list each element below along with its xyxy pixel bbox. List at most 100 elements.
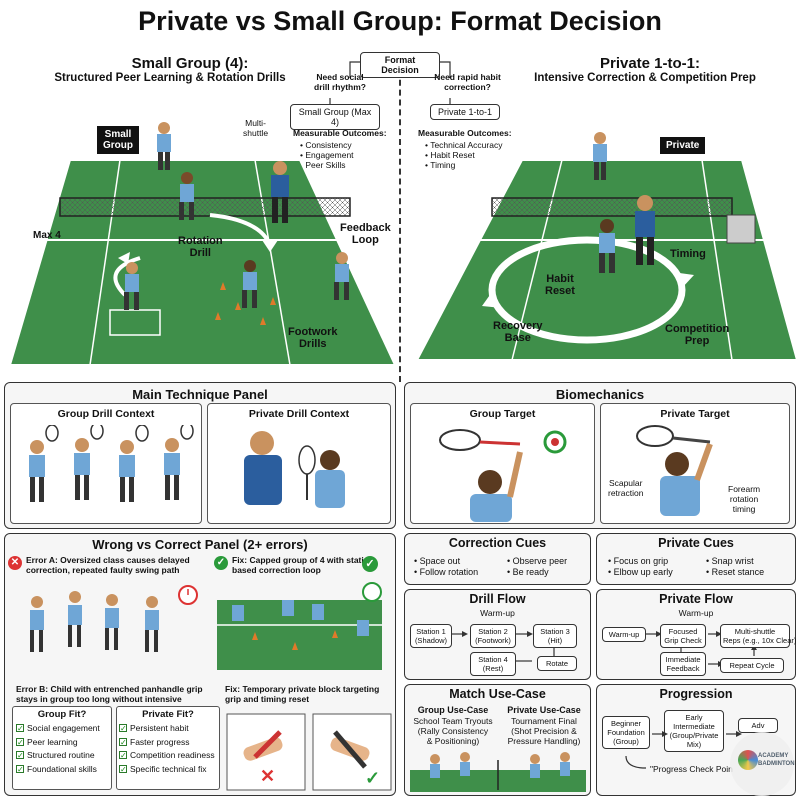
group-fit-title: Group Fit? — [37, 709, 87, 720]
private-target-title: Private Target — [660, 408, 730, 420]
recovery-base-label: Recovery Base — [493, 320, 543, 344]
outcome-item: • Consistency — [300, 140, 352, 150]
cue-item: • Observe peer — [507, 556, 568, 566]
checkbox-icon — [119, 749, 127, 763]
private-tag: Private — [660, 137, 706, 154]
small-group-tag: Small Group — [97, 126, 139, 154]
private-fit-list: Persistent habit Faster progress Competi… — [119, 722, 215, 776]
feedback-loop-label: Feedback Loop — [340, 222, 391, 246]
fit-item: Persistent habit — [119, 722, 215, 736]
player-figure — [330, 250, 360, 315]
timing-label: Timing — [670, 248, 706, 260]
habit-reset-label: Habit Reset — [545, 273, 575, 297]
main-technique-title: Main Technique Panel — [132, 387, 268, 402]
checkbox-icon — [16, 763, 24, 776]
progression-title: Progression — [659, 687, 733, 701]
error-a-illustration — [30, 585, 198, 652]
outcomes-right-list: • Technical Accuracy • Habit Reset • Tim… — [425, 140, 502, 170]
private-cues-col2: • Snap wrist • Reset stance — [706, 556, 791, 578]
drill-flow-warmup: Warm-up — [480, 608, 515, 618]
cue-item: • Reset stance — [706, 567, 765, 577]
correction-cues-panel — [404, 533, 591, 585]
player-figure — [120, 260, 150, 325]
player-figure — [238, 258, 268, 323]
checkbox-icon — [119, 722, 127, 736]
cue-item: • Space out — [414, 556, 461, 566]
error-x-icon: ✕ — [8, 556, 22, 570]
private-cues-col1: • Focus on grip • Elbow up early — [608, 556, 698, 578]
decision-answer-right: Private 1-to-1 — [430, 104, 500, 120]
fit-item: Faster progress — [119, 736, 215, 749]
private-usecase-head: Private Use-Case — [507, 705, 581, 715]
fit-item: Specific technical fix — [119, 763, 215, 776]
svg-text:✕: ✕ — [260, 766, 275, 786]
progress-check-label: "Progress Check Poin — [650, 764, 733, 774]
station-2-node: Station 2 (Footwork) — [470, 624, 516, 648]
repeat-cycle-node: Repeat Cycle — [720, 658, 784, 673]
correction-cues-col2: • Observe peer • Be ready — [507, 556, 587, 578]
match-usecase-illustration — [410, 752, 586, 792]
checkbox-icon — [16, 749, 24, 763]
private-target-illustration — [636, 425, 713, 516]
checkbox-icon — [16, 722, 24, 736]
private-flow-warmup-label: Warm-up — [678, 608, 714, 618]
private-cues-panel — [596, 533, 796, 585]
group-usecase-head: Group Use-Case — [417, 705, 489, 715]
private-fit-title: Private Fit? — [142, 709, 194, 720]
fit-item: Foundational skills — [16, 763, 100, 776]
cue-item: • Elbow up early — [608, 567, 673, 577]
small-group-title: Small Group (4): — [131, 55, 249, 72]
private-fit-box — [116, 706, 220, 790]
academy-logo-text: ACADEMY BADMINTON — [758, 753, 795, 767]
grip-check-node: Focused Grip Check — [660, 624, 706, 648]
multi-shuttle-node: Multi-shuttle Reps (e.g., 10x Clear) — [720, 624, 796, 648]
immediate-feedback-node: Immediate Feedback — [660, 652, 706, 676]
rotate-node: Rotate — [537, 656, 577, 671]
outcomes-title-left: Measurable Outcomes: — [293, 128, 387, 138]
academy-logo: ACADEMY BADMINTON — [730, 732, 795, 796]
check-icon: ✓ — [362, 556, 378, 572]
group-drill-context-title: Group Drill Context — [57, 408, 155, 420]
private-warmup-node: Warm-up — [602, 627, 646, 642]
error-a-text: Error A: Oversized class causes delayed … — [26, 555, 190, 575]
private-usecase-text: Tournament Final (Shot Precision & Press… — [507, 716, 581, 746]
match-usecase-title: Match Use-Case — [449, 687, 546, 701]
beginner-node: Beginner Foundation (Group) — [602, 716, 650, 749]
outcomes-title-right: Measurable Outcomes: — [418, 128, 512, 138]
fix-b-text: Fix: Temporary private block targeting g… — [225, 684, 380, 704]
fit-item: Social engagement — [16, 722, 100, 736]
svg-text:✓: ✓ — [365, 768, 380, 788]
group-target-illustration — [439, 429, 567, 522]
advanced-node: Adv — [738, 718, 778, 733]
decision-question-left: Need social drill rhythm? — [314, 72, 366, 92]
competition-prep-label: Competition Prep — [665, 323, 730, 347]
player-figure — [152, 120, 182, 185]
player-figure — [595, 218, 625, 285]
player-figure — [588, 130, 618, 195]
private-title: Private 1-to-1: — [599, 55, 701, 72]
correction-cues-title: Correction Cues — [448, 536, 547, 550]
group-fit-box — [12, 706, 112, 790]
group-fit-list: Social engagement Peer learning Structur… — [16, 722, 100, 776]
private-court — [415, 160, 799, 361]
page-title: Private vs Small Group: Format Decision — [138, 6, 662, 36]
fix-a-illustration — [217, 582, 382, 670]
fix-check-icon: ✓ — [214, 556, 228, 570]
small-group-subtitle: Structured Peer Learning & Rotation Dril… — [54, 72, 286, 84]
drill-flow-title: Drill Flow — [469, 592, 526, 606]
coach-figure — [630, 195, 664, 280]
forearm-label: Forearm rotation timing — [728, 484, 761, 514]
checkbox-icon — [119, 763, 127, 776]
outcome-item: • Engagement — [300, 150, 354, 160]
station-3-node: Station 3 (Hit) — [533, 624, 577, 648]
group-target-title: Group Target — [469, 408, 536, 420]
private-subtitle: Intensive Correction & Competition Prep — [534, 72, 756, 84]
wrong-vs-correct-title: Wrong vs Correct Panel (2+ errors) — [92, 537, 308, 552]
checkbox-icon — [16, 736, 24, 749]
checkbox-icon — [119, 736, 127, 749]
fix-a-text: Fix: Capped group of 4 with station-base… — [232, 555, 377, 575]
group-usecase-text: School Team Tryouts (Rally Consistency &… — [413, 716, 493, 746]
decision-connectors — [329, 61, 451, 104]
fit-item: Structured routine — [16, 749, 100, 763]
fit-item: Competition readiness — [119, 749, 215, 763]
